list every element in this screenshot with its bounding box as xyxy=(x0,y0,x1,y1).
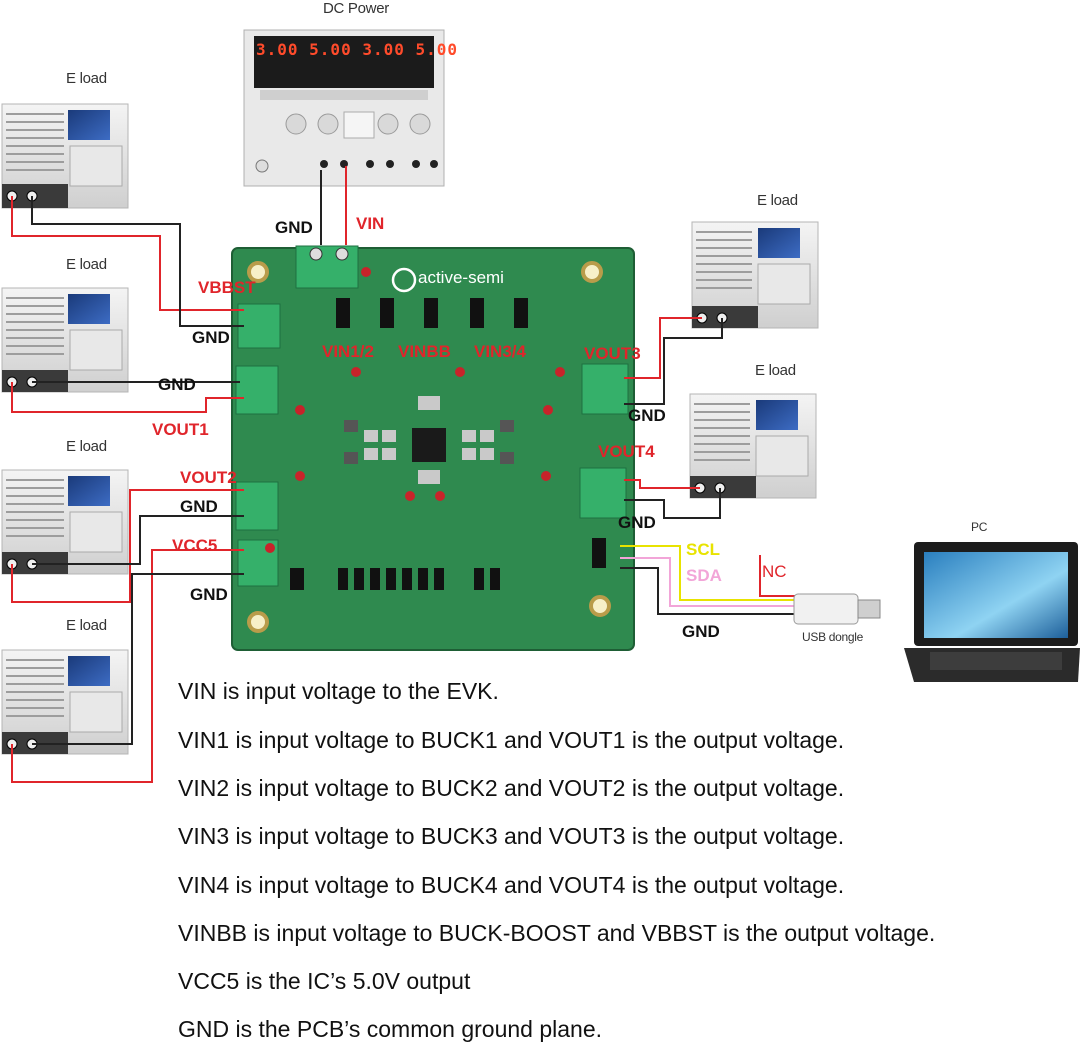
description-line: VIN2 is input voltage to BUCK2 and VOUT2… xyxy=(178,775,845,801)
eload-label: E load xyxy=(66,256,107,273)
description-line: VIN1 is input voltage to BUCK1 and VOUT1… xyxy=(178,727,845,753)
description-line: GND is the PCB’s common ground plane. xyxy=(178,1016,602,1042)
eload-label: E load xyxy=(66,438,107,455)
eload-left-2 xyxy=(1,287,129,393)
description-line: VIN is input voltage to the EVK. xyxy=(178,678,499,704)
eload-label: E load xyxy=(66,617,107,634)
gnd-label: GND xyxy=(180,497,218,516)
dc-power-display: 3.00 5.00 3.00 5.00 xyxy=(256,40,459,59)
usb-dongle xyxy=(793,593,881,625)
sda-label: SDA xyxy=(686,566,722,585)
eload-left-3 xyxy=(1,469,129,575)
laptop-pc xyxy=(904,542,1080,682)
eload-label: E load xyxy=(757,192,798,209)
eload-left-4 xyxy=(1,649,129,755)
gnd-label: GND xyxy=(618,513,656,532)
evk-board xyxy=(231,245,635,651)
scl-label: SCL xyxy=(686,540,720,559)
gnd-label: GND xyxy=(158,375,196,394)
vbbst-label: VBBST xyxy=(198,278,256,297)
eload-right-1 xyxy=(691,221,819,329)
dc-power-title: DC Power xyxy=(323,0,389,17)
description-line: VCC5 is the IC’s 5.0V output xyxy=(178,968,471,994)
eload-left-1 xyxy=(1,103,129,209)
vcc5-label: VCC5 xyxy=(172,536,218,555)
description-line: VIN4 is input voltage to BUCK4 and VOUT4… xyxy=(178,872,845,898)
dc-power-supply xyxy=(243,29,445,187)
vout2-label: VOUT2 xyxy=(180,468,237,487)
usb-dongle-label: USB dongle xyxy=(802,630,864,644)
eload-label: E load xyxy=(66,70,107,87)
wires xyxy=(11,166,800,783)
gnd-label: GND xyxy=(192,328,230,347)
description-line: VINBB is input voltage to BUCK-BOOST and… xyxy=(178,920,936,946)
vin12-label: VIN1/2 xyxy=(322,342,374,361)
vout1-label: VOUT1 xyxy=(152,420,209,439)
vinbb-label: VINBB xyxy=(398,342,451,361)
eload-label: E load xyxy=(755,362,796,379)
vin34-label: VIN3/4 xyxy=(474,342,526,361)
board-logo-text: active-semi xyxy=(418,268,504,287)
nc-label: NC xyxy=(762,562,787,581)
gnd-label: GND xyxy=(628,406,666,425)
vin-label: VIN xyxy=(356,214,385,233)
gnd-label: GND xyxy=(682,622,720,641)
description-line: VIN3 is input voltage to BUCK3 and VOUT3… xyxy=(178,823,845,849)
pc-title: PC xyxy=(971,520,988,534)
vout3-label: VOUT3 xyxy=(584,344,641,363)
gnd-label: GND xyxy=(190,585,228,604)
eload-right-2 xyxy=(689,393,817,499)
vout4-label: VOUT4 xyxy=(598,442,655,461)
gnd-label: GND xyxy=(275,218,313,237)
